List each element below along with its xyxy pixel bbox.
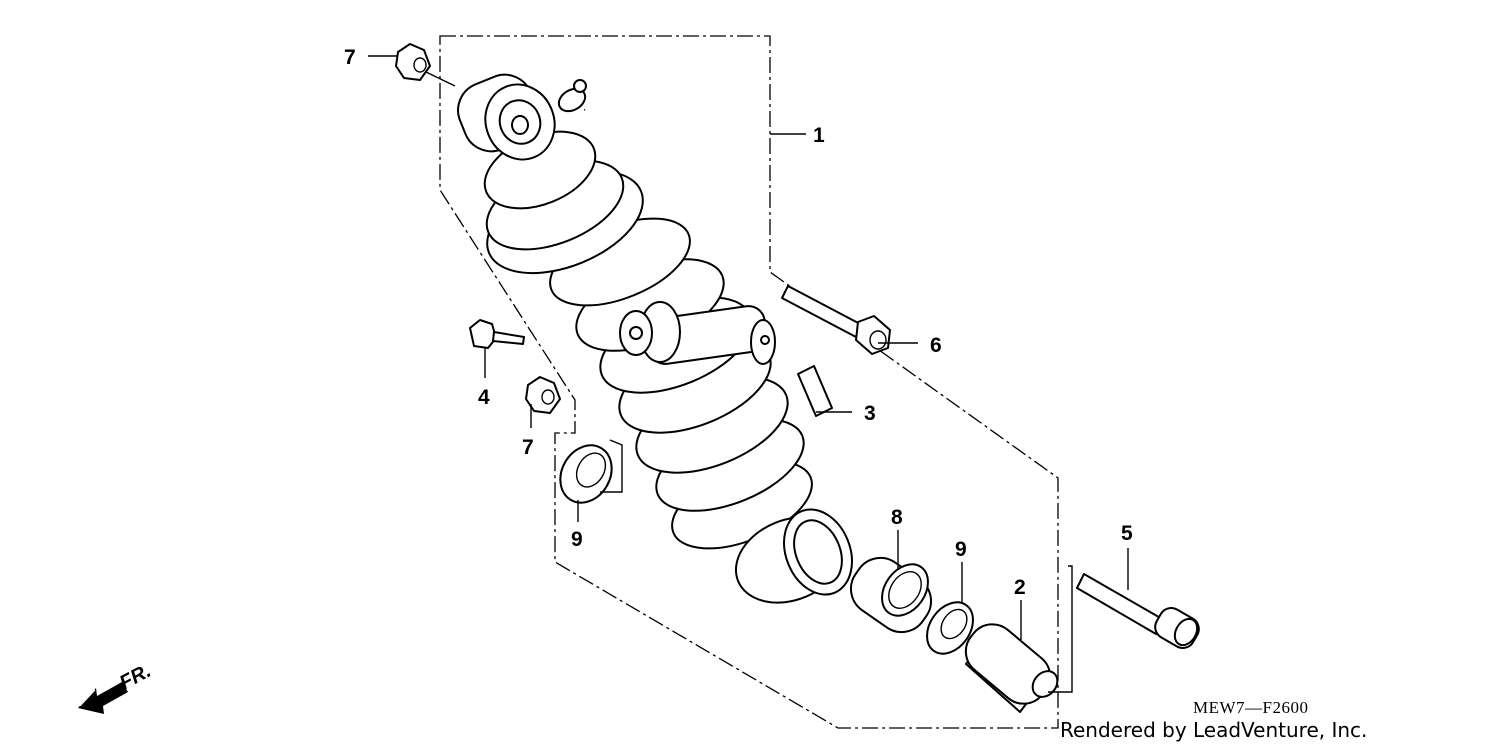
- rear-shock-absorber: [457, 73, 853, 604]
- callout-7-lower: 7: [522, 436, 534, 459]
- part-7-flange-nut-lower: [525, 376, 561, 414]
- callout-2: 2: [1014, 576, 1026, 599]
- callout-9-upper: 9: [571, 528, 583, 551]
- callout-3: 3: [864, 402, 876, 425]
- callout-4: 4: [478, 386, 490, 409]
- part-7-flange-nut-upper: [395, 43, 431, 81]
- render-credit: Rendered by LeadVenture, Inc.: [1060, 718, 1368, 742]
- assembly-outline: [439, 35, 1059, 729]
- part-8-bearing: [849, 556, 933, 634]
- diagram-code: MEW7—F2600: [1193, 698, 1309, 717]
- part-4-bolt: [469, 319, 525, 349]
- part-9-dust-seal-upper: [559, 444, 613, 504]
- leader-lines: [368, 55, 1129, 693]
- callout-labels: 1 2 3 4 5 6 7 7 8 9 9: [344, 46, 1133, 599]
- callout-5: 5: [1121, 522, 1133, 545]
- callout-9-lower: 9: [955, 538, 967, 561]
- front-direction-arrow: FR.: [78, 660, 155, 714]
- callout-8: 8: [891, 506, 903, 529]
- part-5-bolt: [1076, 573, 1200, 649]
- part-6-bolt: [781, 285, 891, 355]
- callout-6: 6: [930, 334, 942, 357]
- callout-1: 1: [813, 124, 825, 147]
- part-3-caution-label: [797, 365, 833, 417]
- part-9-dust-seal-lower: [926, 601, 974, 655]
- part-2-collar: [964, 623, 1059, 713]
- callout-7-upper: 7: [344, 46, 356, 69]
